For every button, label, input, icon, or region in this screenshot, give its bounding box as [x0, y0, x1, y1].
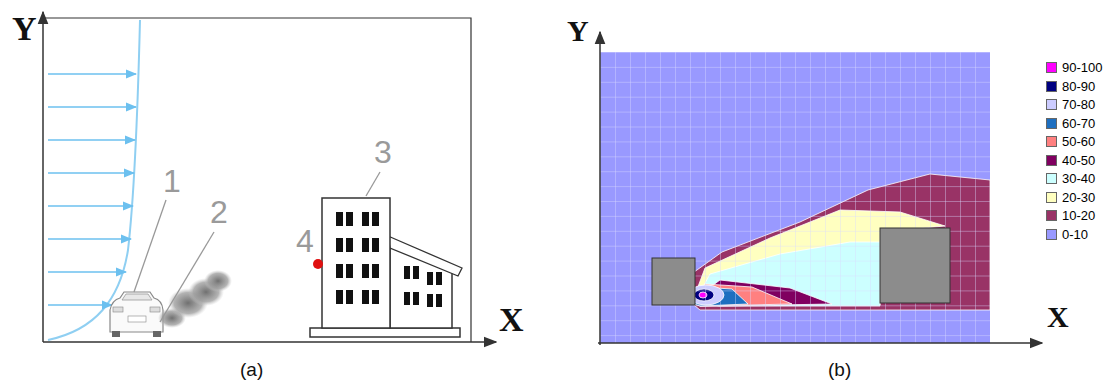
legend-row: 60-70	[1046, 116, 1095, 131]
legend-text: 30-40	[1062, 171, 1095, 186]
legend-text: 80-90	[1062, 79, 1095, 94]
exhaust-smoke	[158, 270, 232, 328]
legend-row: 40-50	[1046, 153, 1095, 168]
building-block	[880, 228, 950, 303]
receptor-point	[313, 259, 323, 269]
callout-number: 3	[374, 136, 392, 168]
vehicle-block	[652, 258, 695, 305]
building	[310, 198, 462, 337]
axis-label: X	[499, 303, 524, 337]
legend-text: 70-80	[1062, 97, 1095, 112]
callout-number: 1	[163, 165, 181, 197]
x-axis	[43, 341, 496, 343]
panel-a	[43, 12, 496, 342]
legend-row: 50-60	[1046, 134, 1095, 149]
legend-swatch	[1046, 99, 1057, 110]
legend-swatch	[1046, 192, 1057, 203]
legend-text: 0-10	[1062, 227, 1088, 242]
callout-number: 4	[296, 225, 314, 257]
axis-label: X	[1047, 302, 1069, 332]
legend-swatch	[1046, 210, 1057, 221]
y-axis	[599, 32, 601, 345]
legend-text: 20-30	[1062, 190, 1095, 205]
frame	[43, 18, 471, 342]
legend-row: 80-90	[1046, 79, 1095, 94]
legend-swatch	[1046, 118, 1057, 129]
legend-swatch	[1046, 136, 1057, 147]
legend-row: 10-20	[1046, 208, 1095, 223]
legend-swatch	[1046, 62, 1057, 73]
legend-text: 10-20	[1062, 208, 1095, 223]
wind-arrows	[48, 74, 136, 305]
legend-row: 30-40	[1046, 171, 1095, 186]
panel-label: (b)	[828, 360, 851, 379]
mesh-grid	[600, 52, 990, 343]
legend-text: 60-70	[1062, 116, 1095, 131]
legend-text: 40-50	[1062, 153, 1095, 168]
panel-label: (a)	[240, 360, 263, 379]
y-axis	[42, 12, 44, 342]
legend-row: 20-30	[1046, 190, 1095, 205]
x-axis	[598, 342, 1042, 344]
legend-swatch	[1046, 81, 1057, 92]
callout-number: 2	[210, 196, 228, 228]
domain-ground	[600, 52, 990, 343]
legend-row: 70-80	[1046, 97, 1095, 112]
legend-swatch	[1046, 155, 1057, 166]
panel-b	[598, 32, 1042, 345]
axis-label: Y	[567, 16, 589, 46]
legend-swatch	[1046, 173, 1057, 184]
car	[110, 292, 163, 337]
legend-text: 50-60	[1062, 134, 1095, 149]
axis-label: Y	[12, 12, 37, 46]
legend-text: 90-100	[1062, 60, 1102, 75]
legend-swatch	[1046, 229, 1057, 240]
legend-row: 90-100	[1046, 60, 1102, 75]
legend-row: 0-10	[1046, 227, 1088, 242]
